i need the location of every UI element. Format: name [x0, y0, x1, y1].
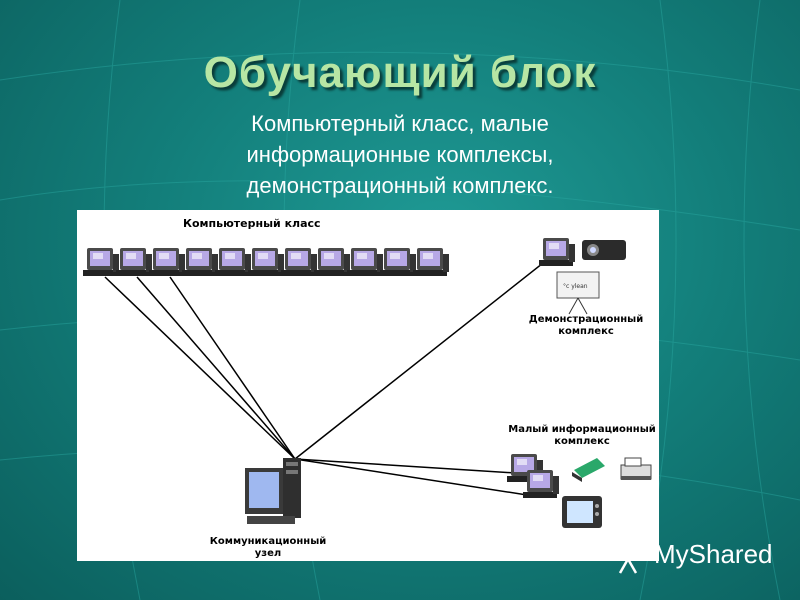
myshared-logo: MyShared [606, 535, 786, 575]
pc-icon [182, 248, 218, 276]
pc-icon [347, 248, 383, 276]
connection-lines [104, 251, 558, 496]
demo-complex-label: Демонстрационный комплекс [528, 314, 644, 337]
scanner-icon [572, 458, 605, 482]
pc-icon [281, 248, 317, 276]
small-info-complex-label: Малый информационный комплекс [508, 424, 656, 447]
presentation-board-icon [610, 537, 646, 574]
computer-class-label: Компьютерный класс [183, 217, 321, 230]
pc-icon [149, 248, 185, 276]
comm-node-label: Коммуникационный узел [209, 536, 327, 559]
projection-screen-icon: °c ylean [556, 271, 600, 315]
pc-icon [116, 248, 152, 276]
slide-subtitle: Компьютерный класс, малые информационные… [150, 108, 650, 201]
tv-icon [562, 496, 602, 528]
server-tower-icon [283, 458, 301, 518]
pc-icon [413, 248, 449, 276]
monitor-icon [245, 468, 295, 524]
pc-icon [539, 238, 575, 266]
printer-icon [620, 457, 652, 480]
pc-icon [380, 248, 416, 276]
subtitle-line: демонстрационный комплекс. [246, 173, 554, 198]
pc-icon [215, 248, 251, 276]
communication-node [245, 458, 301, 524]
slide-title: Обучающий блок [203, 48, 597, 97]
network-diagram: °c ylean [77, 210, 659, 561]
demo-complex: °c ylean [539, 238, 626, 315]
brand-name: MyShared [654, 539, 773, 569]
computer-class-pcs [83, 248, 449, 276]
pc-icon [248, 248, 284, 276]
pc-icon [314, 248, 350, 276]
subtitle-line: информационные комплексы, [246, 142, 554, 167]
projector-icon [582, 240, 626, 260]
small-info-complex [507, 454, 652, 528]
pc-icon [523, 470, 559, 498]
screen-caption: °c ylean [563, 283, 588, 290]
pc-icon [83, 248, 119, 276]
subtitle-line: Компьютерный класс, малые [251, 111, 549, 136]
